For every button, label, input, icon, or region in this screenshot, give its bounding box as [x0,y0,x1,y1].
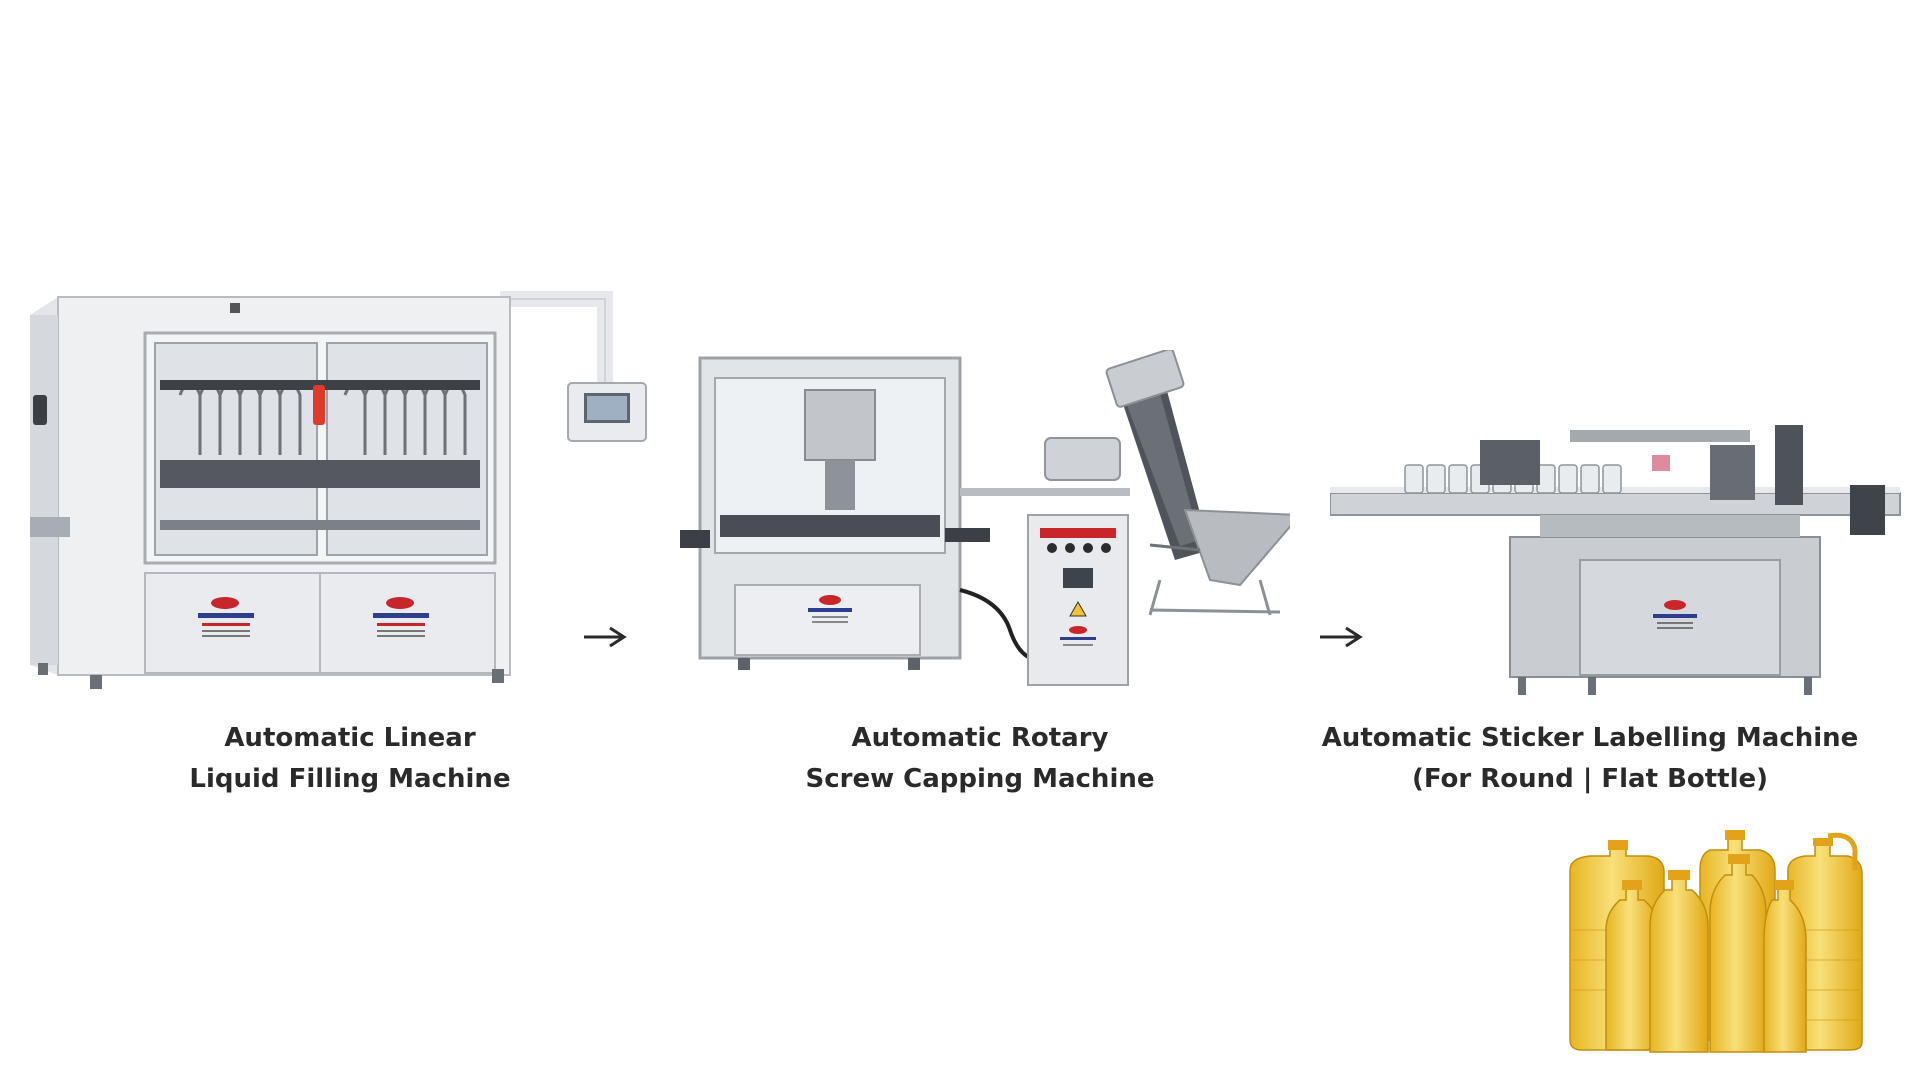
oil-bottles-image [1560,830,1870,1055]
step-caption-labelling: Automatic Sticker Labelling Machine (For… [1310,718,1870,800]
step-caption-line2: Screw Capping Machine [805,764,1155,794]
screw-capping-machine-image [680,348,1303,690]
screw-capping-machine-icon [680,348,1303,686]
step-caption-capping: Automatic Rotary Screw Capping Machine [760,718,1200,800]
oil-bottles-icon [1569,830,1863,1053]
sticker-labelling-machine-image [1329,425,1905,700]
arrow-right-icon [1320,626,1363,648]
step-caption-line2: Liquid Filling Machine [189,764,511,794]
sticker-labelling-machine-icon [1329,425,1901,695]
arrow-right-icon [584,626,627,648]
liquid-filling-machine-image [30,285,660,710]
step-caption-filling: Automatic Linear Liquid Filling Machine [130,718,570,800]
liquid-filling-machine-icon [30,291,647,689]
step-caption-line1: Automatic Sticker Labelling Machine [1321,723,1859,753]
step-caption-line1: Automatic Linear [224,723,476,753]
step-caption-line1: Automatic Rotary [851,723,1109,753]
step-caption-line2: (For Round | Flat Bottle) [1411,764,1769,794]
